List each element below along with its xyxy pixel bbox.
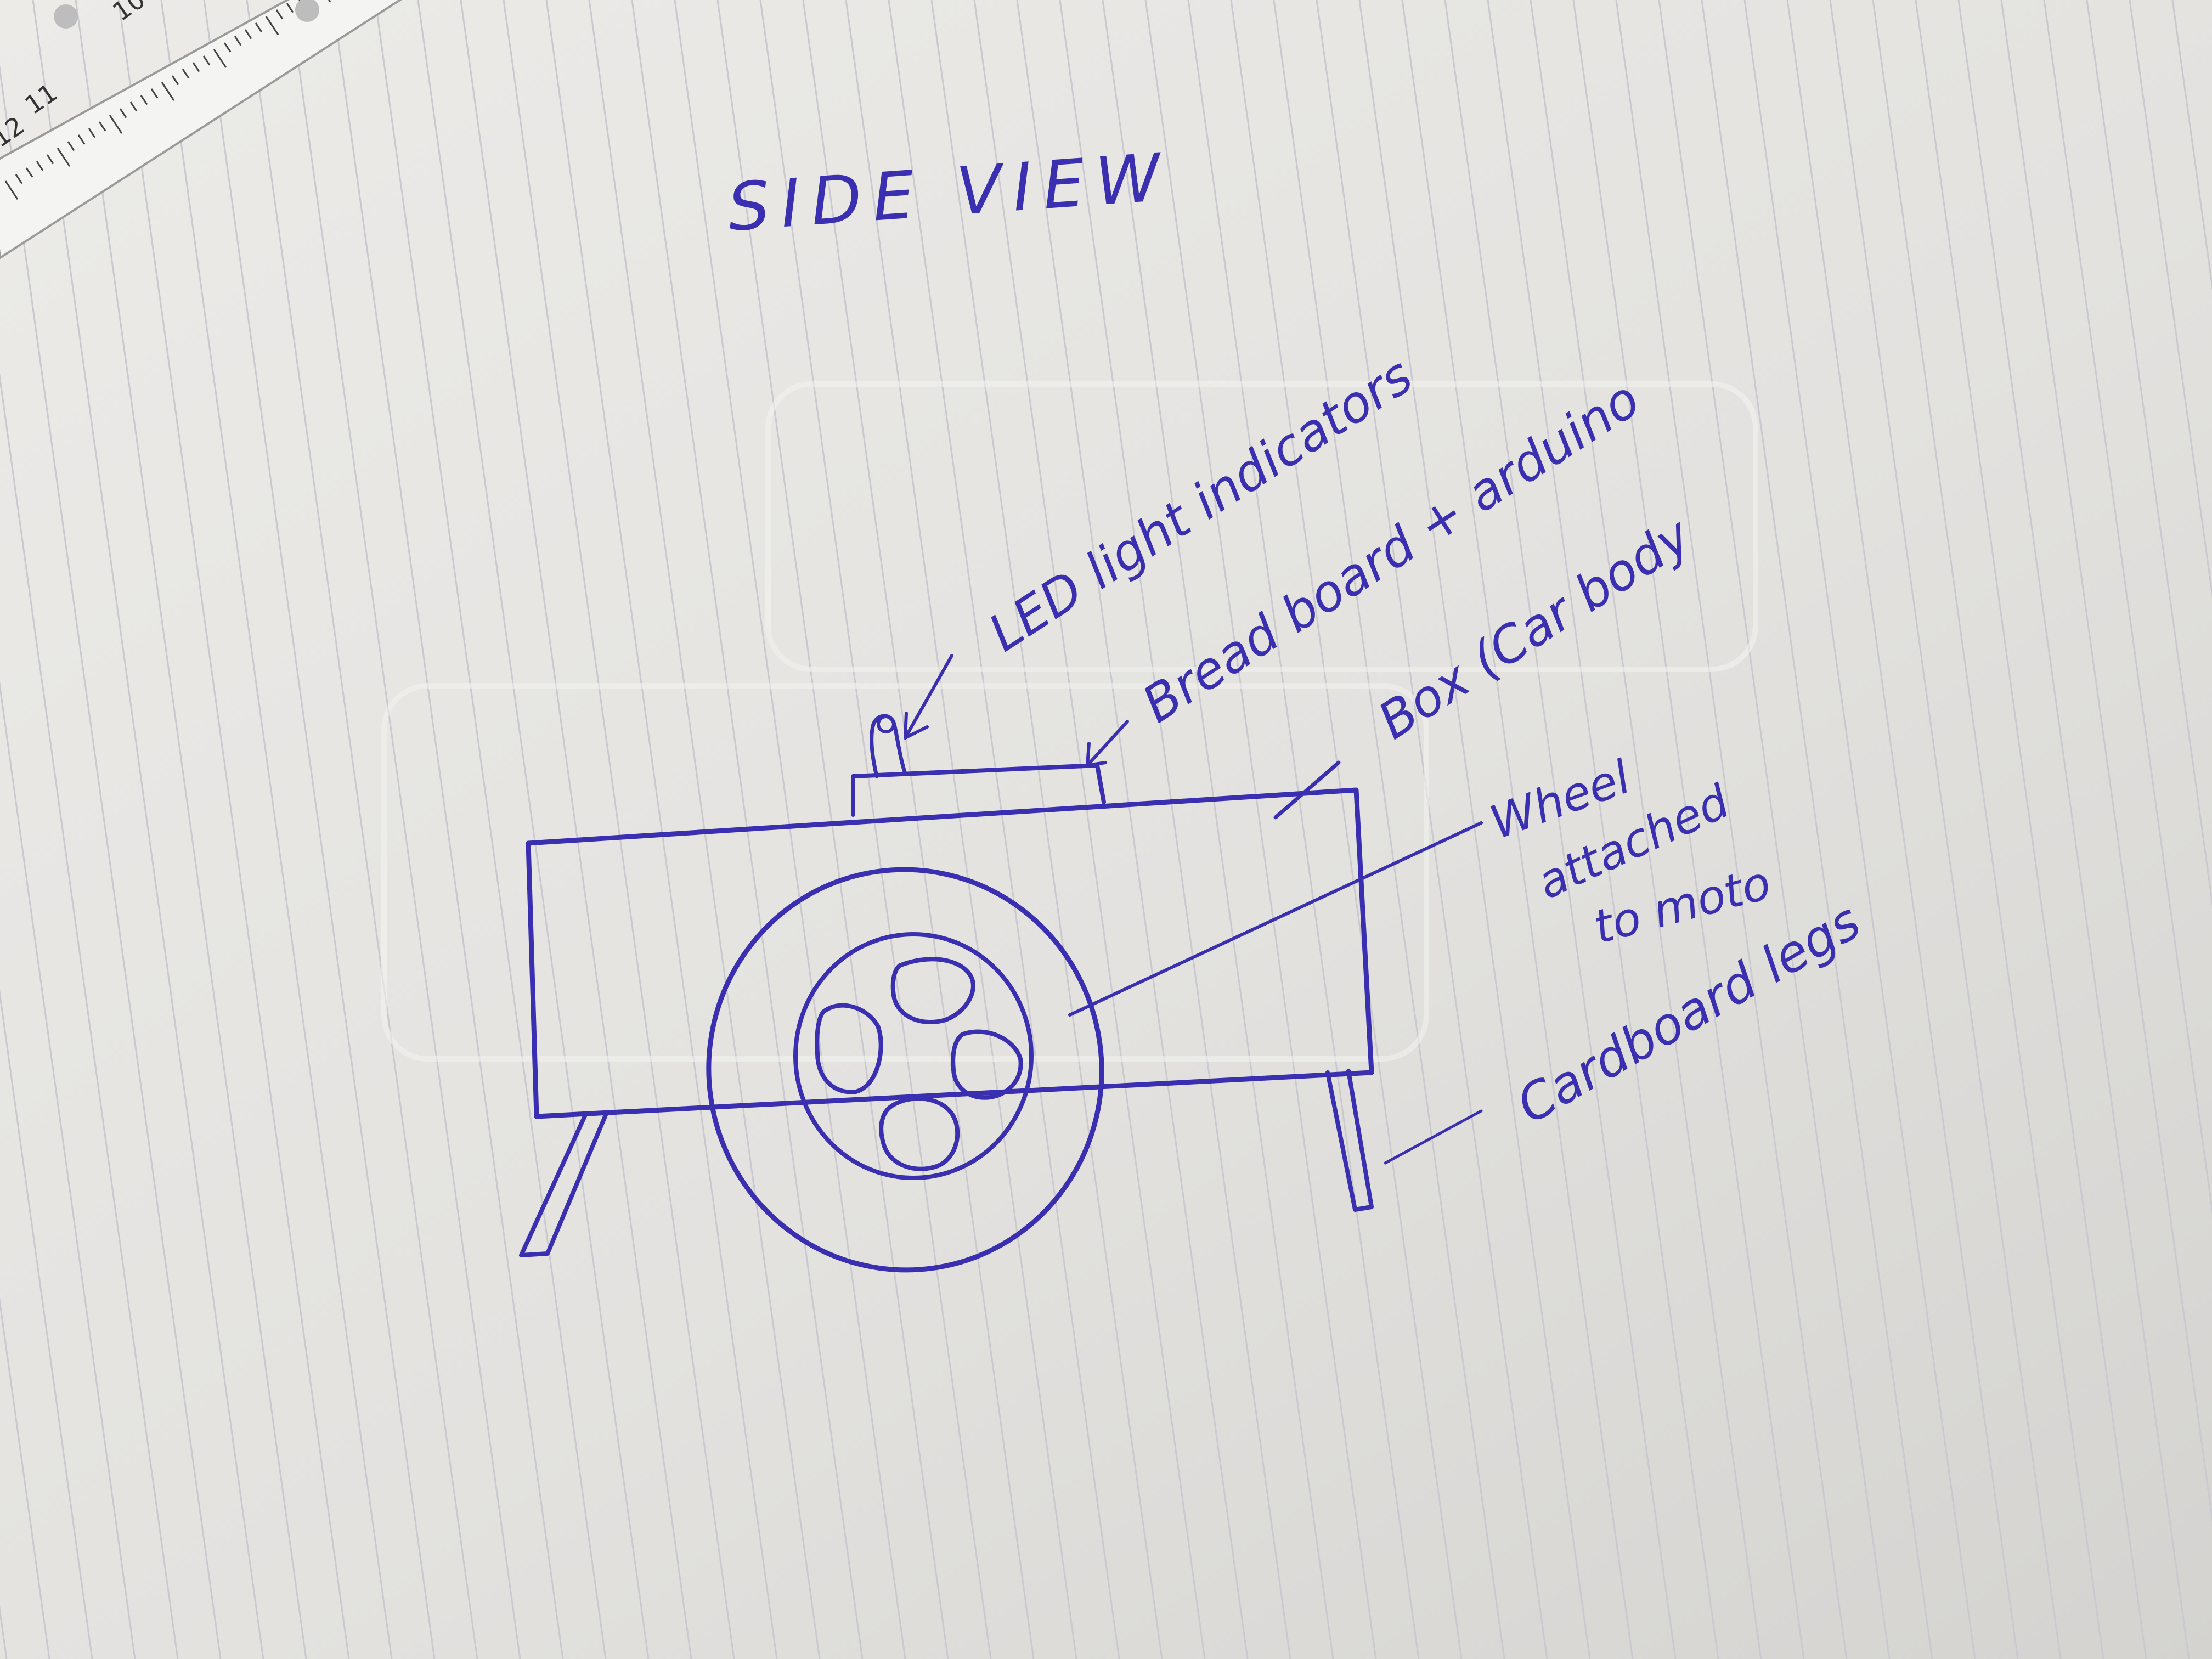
ruled-line	[1957, 0, 2190, 1659]
ruled-line	[1572, 0, 1805, 1659]
ruler-tick	[255, 22, 263, 33]
ruler-tick	[77, 134, 86, 145]
ruled-line	[1273, 0, 1505, 1659]
ruled-line	[2043, 0, 2212, 1215]
ruled-line	[2129, 0, 2212, 599]
ruler-tick	[150, 88, 159, 99]
ruler-tick	[25, 167, 33, 178]
ruled-line	[0, 373, 179, 1659]
ruled-line	[0, 65, 222, 1659]
ruled-line	[716, 0, 949, 1659]
ruled-line	[1316, 0, 1548, 1659]
ruled-line	[246, 0, 478, 1659]
ruled-line	[1872, 0, 2104, 1659]
ruler-tick	[15, 174, 23, 184]
ruler-tick	[4, 180, 19, 200]
ruler-tick	[275, 9, 284, 20]
ruler-tick	[46, 154, 54, 165]
ruler-tick	[98, 121, 106, 132]
ruled-line	[75, 0, 307, 1659]
ruler-tick	[265, 16, 279, 36]
ruled-line	[374, 0, 607, 1659]
ruler-tick	[182, 69, 190, 79]
ruler-tick	[88, 128, 96, 138]
ruler-tick	[119, 108, 127, 119]
ruled-line	[1230, 0, 1463, 1659]
ruled-line	[1829, 0, 2062, 1659]
led-indicator	[870, 714, 907, 778]
ruler-tick	[161, 82, 175, 101]
ruled-line	[759, 0, 992, 1659]
car-body	[526, 760, 1374, 1119]
ruled-line	[1915, 0, 2147, 1659]
ruled-line	[845, 0, 1077, 1659]
ruler-tick	[109, 115, 123, 134]
ruled-line	[802, 0, 1035, 1659]
ruled-line	[160, 0, 393, 1659]
ruled-line	[460, 0, 692, 1659]
wheel	[706, 867, 1104, 1273]
ruled-line	[2000, 0, 2212, 1523]
ruled-line	[1144, 0, 1377, 1659]
ruler-tick	[67, 141, 75, 151]
ruled-line	[1444, 0, 1677, 1659]
ruled-line	[2086, 0, 2212, 907]
ruler-tick	[202, 55, 211, 66]
ruled-line	[1615, 0, 1848, 1659]
ruler-tick	[286, 3, 294, 13]
ruler-tick	[36, 161, 44, 171]
ruled-line	[0, 681, 136, 1659]
ruler-tick	[213, 49, 227, 69]
ruler-tick	[223, 42, 232, 53]
ruled-line	[0, 989, 93, 1659]
breadboard-arduino	[851, 763, 1106, 817]
ruled-line	[545, 0, 778, 1659]
ruled-line	[1187, 0, 1420, 1659]
ruled-line	[1102, 0, 1334, 1659]
ruler-tick	[192, 62, 200, 72]
ruler-tick	[140, 95, 148, 105]
ruled-line	[1530, 0, 1762, 1659]
cardboard-legs	[519, 1069, 1374, 1257]
ruled-line	[417, 0, 650, 1659]
ruled-line	[2171, 0, 2212, 291]
ruled-line	[1743, 0, 1976, 1659]
ruled-line	[1658, 0, 1891, 1659]
ruled-line	[1487, 0, 1719, 1659]
ruler-tick	[234, 36, 242, 46]
ruled-line	[32, 0, 264, 1659]
ruled-line	[203, 0, 436, 1659]
ruled-line	[888, 0, 1120, 1659]
ruled-line	[289, 0, 521, 1659]
ruled-line	[0, 1297, 50, 1659]
embossed-impression	[381, 381, 1758, 1062]
ruled-line	[331, 0, 564, 1659]
ruled-line	[973, 0, 1206, 1659]
ruler-tick	[129, 101, 138, 112]
ruled-line	[1358, 0, 1591, 1659]
ruler-tick	[57, 148, 71, 167]
ruled-line	[1401, 0, 1634, 1659]
ruled-line	[1016, 0, 1249, 1659]
ruled-line	[117, 0, 350, 1659]
ruled-line	[1059, 0, 1291, 1659]
spiral-binding	[54, 0, 319, 29]
ruler-tick	[244, 29, 252, 40]
ruled-line	[674, 0, 906, 1659]
ruled-line	[503, 0, 735, 1659]
ruled-line	[930, 0, 1163, 1659]
ruler-tick	[171, 75, 179, 86]
ruled-line	[1786, 0, 2019, 1659]
ruled-line	[1701, 0, 1933, 1659]
